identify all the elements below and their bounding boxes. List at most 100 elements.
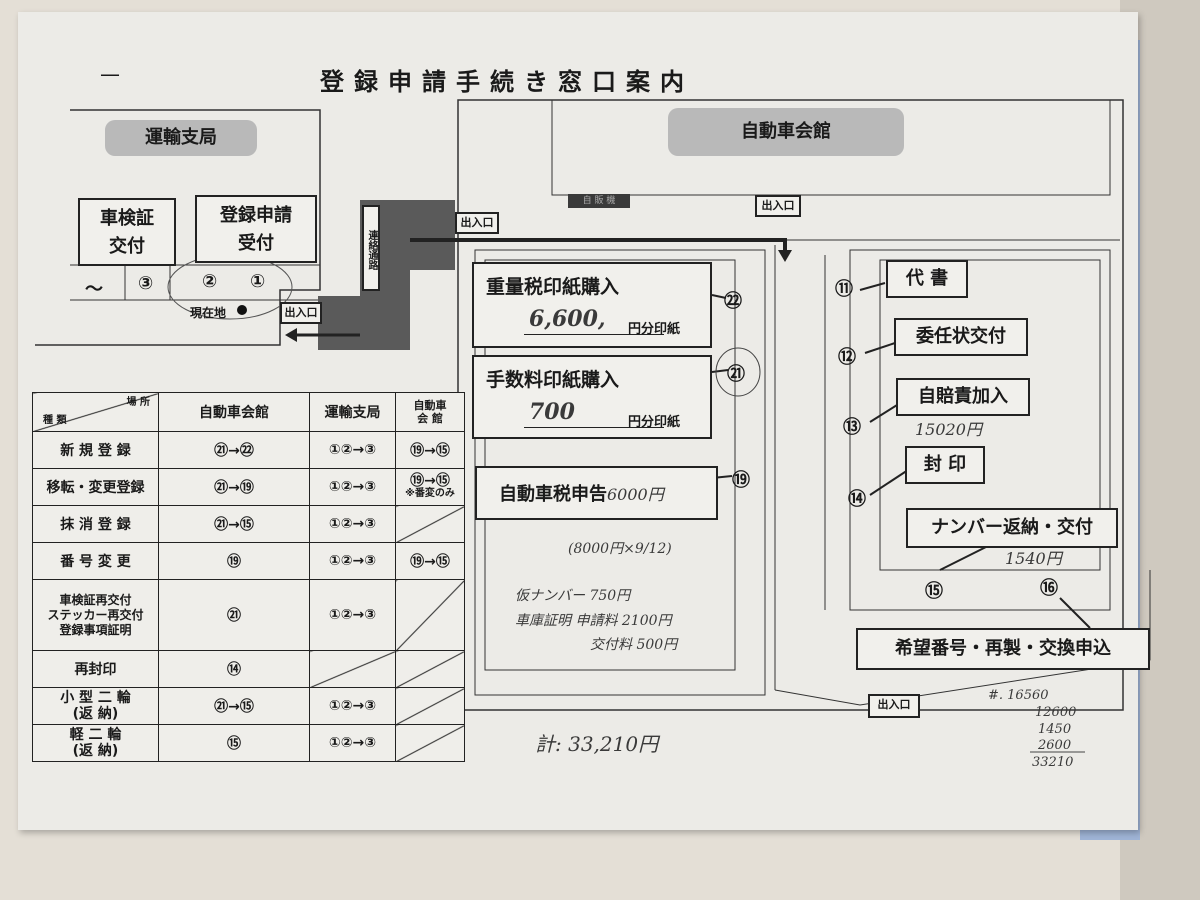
table-row: 移転・変更登録 ㉑→⑲ ①②→③ ⑲→⑮ ※番変のみ <box>32 468 465 506</box>
transport-office-label: 運輸支局 <box>105 120 257 156</box>
header-dash: — <box>100 62 120 86</box>
table-row: 番 号 変 更 ⑲ ①②→③ ⑲→⑮ <box>32 542 465 580</box>
row-car-hall: ㉑→⑮ <box>158 687 310 725</box>
row-name: 移転・変更登録 <box>32 468 159 506</box>
car-tax-declaration-counter: 自動車税申告6000円 <box>475 466 718 520</box>
header-col-car-hall-2: 自動車 会 館 <box>395 392 465 432</box>
counter-19-number: ⑲ <box>732 470 750 491</box>
row-transport-office: ①②→③ <box>309 468 396 506</box>
counter-13-number: ⑬ <box>843 417 861 438</box>
weight-tax-label: 重量税印紙購入 <box>486 276 620 298</box>
desired-number-counter: 希望番号・再製・交換申込 <box>856 628 1150 670</box>
counter-22-number: ㉒ <box>724 291 742 312</box>
car-tax-label: 自動車税申告 <box>499 484 607 505</box>
fee-stamp-label: 手数料印紙購入 <box>486 369 620 391</box>
header-place: 場 所 <box>126 397 150 408</box>
table-row: 新 規 登 録 ㉑→㉒ ①②→③ ⑲→⑮ <box>32 431 465 469</box>
counter-12-number: ⑫ <box>838 347 856 368</box>
procedure-guide-table: 場 所 種 類 自動車会館 運輸支局 自動車 会 館 新 規 登 録 ㉑→㉒ ①… <box>32 392 465 762</box>
row-transport-office: ①②→③ <box>309 542 396 580</box>
row-car-hall: ㉑→⑮ <box>158 505 310 543</box>
table-row: 車検証再交付 ステッカー再交付 登録事項証明 ㉑ ①②→③ <box>32 579 465 651</box>
weight-tax-suffix: 円分印紙 <box>628 322 681 337</box>
table-corner-cell: 場 所 種 類 <box>32 392 159 432</box>
window-1: ① <box>250 271 266 292</box>
counter-16-number: ⑯ <box>1040 578 1058 599</box>
row-car-hall: ㉑→⑲ <box>158 468 310 506</box>
car-tax-amount-handwritten: 6000円 <box>607 485 664 504</box>
header-col-car-hall: 自動車会館 <box>158 392 310 432</box>
counter-14-number: ⑭ <box>848 489 866 510</box>
row-name: 新 規 登 録 <box>32 431 159 469</box>
row-transport-office: ①②→③ <box>309 687 396 725</box>
table-row: 軽 二 輪 (返 納) ⑮ ①②→③ <box>32 724 465 762</box>
plate-return-issue-counter: ナンバー返納・交付 <box>906 508 1118 548</box>
row-car-hall: ㉑→㉒ <box>158 431 310 469</box>
row-car-hall-2: ⑲→⑮ ※番変のみ <box>395 468 465 506</box>
current-location-dot <box>237 305 247 315</box>
car-hall-label: 自動車会館 <box>668 108 904 156</box>
header-kind: 種 類 <box>43 415 67 426</box>
row-empty-cell <box>395 687 465 725</box>
insurance-amount-handwritten: 15020円 <box>915 420 982 439</box>
hall-exit-top-right: 出入口 <box>755 195 801 217</box>
corridor-label: 連絡通路 <box>362 205 380 291</box>
sum-total: 33210 <box>1032 755 1074 770</box>
row-note: ※番変のみ <box>405 488 455 499</box>
table-row: 小 型 二 輪 (返 納) ㉑→⑮ ①②→③ <box>32 687 465 725</box>
left-building-exit: 出入口 <box>280 302 322 324</box>
hall-exit-bottom: 出入口 <box>868 694 920 718</box>
row-name: 小 型 二 輪 (返 納) <box>32 687 159 725</box>
registration-intake-callout: 登録申請 受付 <box>195 195 317 263</box>
row-empty-cell <box>395 724 465 762</box>
weight-tax-stamp-counter: 重量税印紙購入 6,600, 円分印紙 <box>472 262 712 348</box>
issue-fee-note: 交付料 500円 <box>590 637 678 653</box>
table-row: 再封印 ⑭ <box>32 650 465 688</box>
counter-11-number: ⑪ <box>835 279 853 300</box>
row-car-hall: ⑲ <box>158 542 310 580</box>
row-empty-cell <box>395 650 465 688</box>
row-transport-office: ①②→③ <box>309 431 396 469</box>
current-location-label: 現在地 <box>190 306 227 320</box>
row-car-hall-2: ⑲→⑮ <box>395 431 465 469</box>
compulsory-insurance-counter: 自賠責加入 <box>896 378 1030 416</box>
plate-amount-handwritten: 1540円 <box>1005 549 1062 568</box>
shaken-issue-callout: 車検証 交付 <box>78 198 176 266</box>
fee-stamp-counter: 手数料印紙購入 700 円分印紙 <box>472 355 712 439</box>
weight-tax-amount-handwritten: 6,600, <box>529 306 606 332</box>
row-car-hall: ⑮ <box>158 724 310 762</box>
sum-line-1: #. 16560 <box>988 688 1049 703</box>
row-car-hall: ㉑ <box>158 579 310 651</box>
row-car-hall: ⑭ <box>158 650 310 688</box>
row-transport-office: ①②→③ <box>309 579 396 651</box>
tax-calc-note: (8000円×9/12) <box>568 541 672 557</box>
row-name: 軽 二 輪 (返 納) <box>32 724 159 762</box>
sum-line-2: 12600 <box>1035 705 1077 720</box>
row-name: 車検証再交付 ステッカー再交付 登録事項証明 <box>32 579 159 651</box>
page-title: 登録申請手続き窓口案内 <box>320 68 694 96</box>
total-note: 計: 33,210円 <box>535 732 659 756</box>
sum-line-3: 1450 <box>1038 722 1072 737</box>
scrivener-counter: 代 書 <box>886 260 968 298</box>
row-transport-office: ①②→③ <box>309 724 396 762</box>
row-empty-cell <box>395 579 465 651</box>
row-transport-office: ①②→③ <box>309 505 396 543</box>
hall-exit-top-left: 出入口 <box>455 212 499 234</box>
row-name: 番 号 変 更 <box>32 542 159 580</box>
row-empty-cell <box>309 650 396 688</box>
counter-21-number: ㉑ <box>727 364 745 385</box>
window-tilde: ～ <box>85 279 103 300</box>
power-of-attorney-counter: 委任状交付 <box>894 318 1028 356</box>
table-header-row: 場 所 種 類 自動車会館 運輸支局 自動車 会 館 <box>32 392 465 432</box>
row-empty-cell <box>395 505 465 543</box>
sum-line-4: 2600 <box>1038 738 1072 753</box>
window-2: ② <box>202 271 218 292</box>
fee-stamp-amount-handwritten: 700 <box>529 399 575 425</box>
garage-cert-note: 車庫証明 申請料 2100円 <box>515 613 672 629</box>
window-3: ③ <box>138 273 154 294</box>
table-row: 抹 消 登 録 ㉑→⑮ ①②→③ <box>32 505 465 543</box>
fee-stamp-suffix: 円分印紙 <box>628 415 681 430</box>
header-col-transport-office: 運輸支局 <box>309 392 396 432</box>
row-name: 再封印 <box>32 650 159 688</box>
sealing-counter: 封 印 <box>905 446 985 484</box>
